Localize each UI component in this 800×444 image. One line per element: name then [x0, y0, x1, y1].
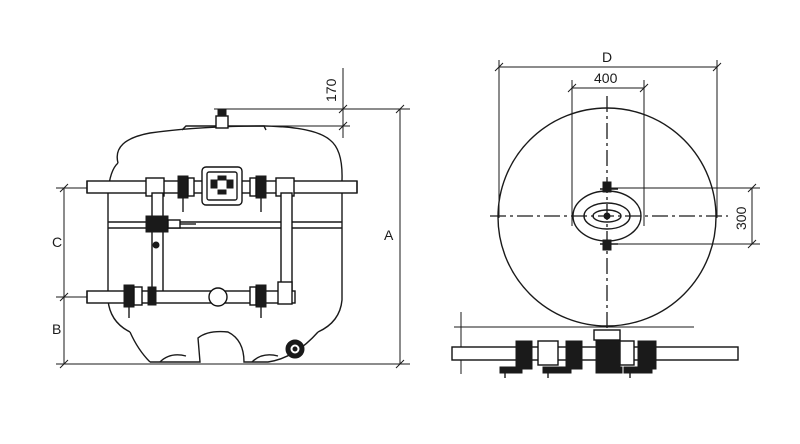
bottom-manifold-top-view	[451, 329, 739, 366]
dimension-c-b	[56, 183, 410, 369]
middle-valve	[145, 215, 196, 249]
dimension-170-label: 170	[323, 78, 339, 102]
dimension-400	[567, 80, 649, 226]
lower-valves	[123, 284, 267, 318]
dimension-300	[606, 183, 760, 249]
vertical-pipes	[151, 192, 293, 304]
tank-body	[107, 125, 343, 363]
dimension-c-label: C	[52, 234, 62, 250]
dimension-d-label: D	[602, 49, 612, 65]
base-reference	[454, 312, 694, 374]
dimension-a	[214, 104, 410, 369]
dimension-d	[494, 60, 722, 218]
dimension-400-label: 400	[594, 70, 618, 86]
dimension-300-label: 300	[733, 206, 749, 230]
top-view: D 400 300	[451, 49, 760, 378]
bottom-manifold-valves	[499, 340, 657, 378]
dimension-a-label: A	[384, 227, 394, 243]
top-lid	[572, 181, 642, 251]
side-view: C B A 170	[52, 68, 410, 369]
top-valve	[215, 109, 229, 129]
drain-plug	[285, 339, 305, 359]
multiport-valve	[201, 166, 243, 206]
dimension-b-label: B	[52, 321, 61, 337]
